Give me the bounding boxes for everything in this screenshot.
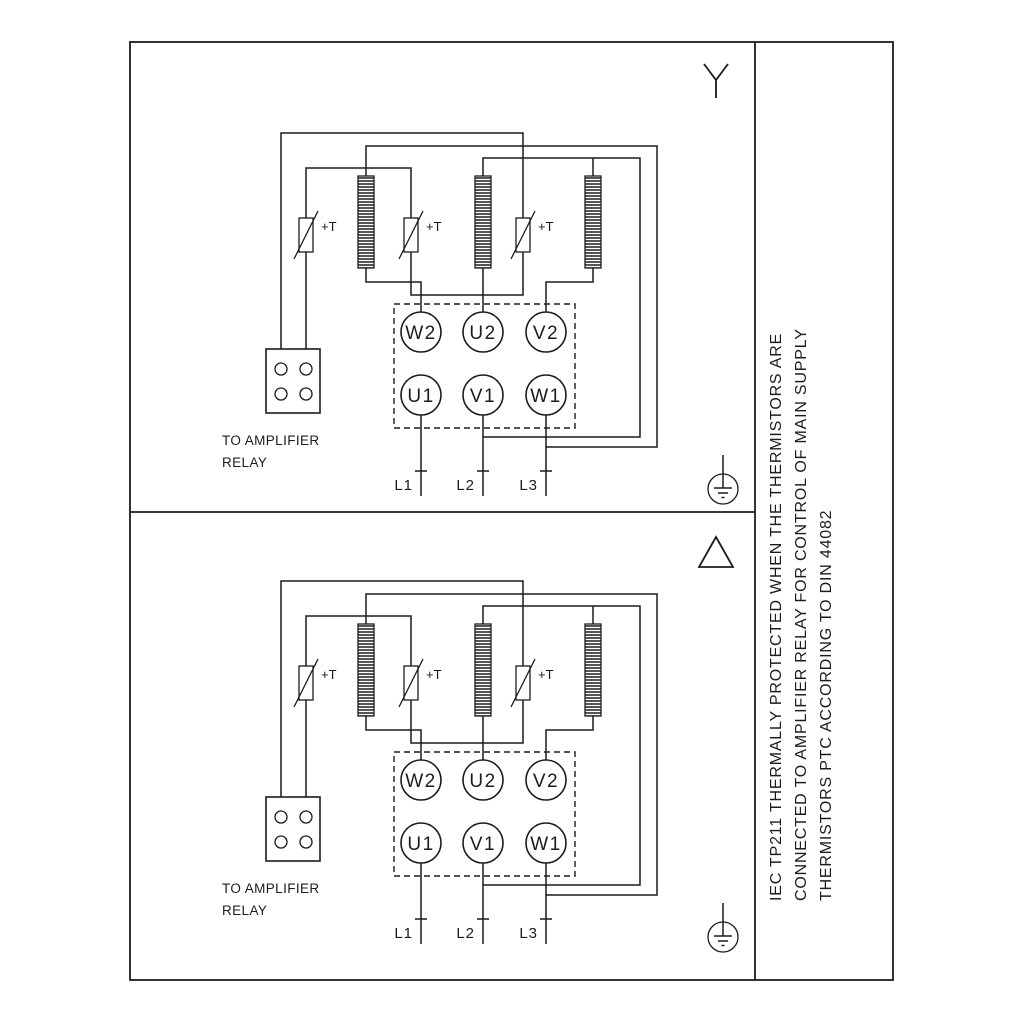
circuit-delta-section (221, 580, 739, 953)
side-note-line2: CONNECTED TO AMPLIFIER RELAY FOR CONTROL… (793, 328, 810, 901)
side-note-line3: THERMISTORS PTC ACCORDING TO DIN 44082 (818, 510, 835, 901)
circuit-star-section (221, 132, 739, 505)
outer-border (129, 41, 894, 981)
side-note-line1: IEC TP211 THERMALLY PROTECTED WHEN THE T… (768, 333, 785, 901)
delta-symbol-icon (697, 535, 735, 568)
star-symbol-icon (703, 63, 729, 98)
